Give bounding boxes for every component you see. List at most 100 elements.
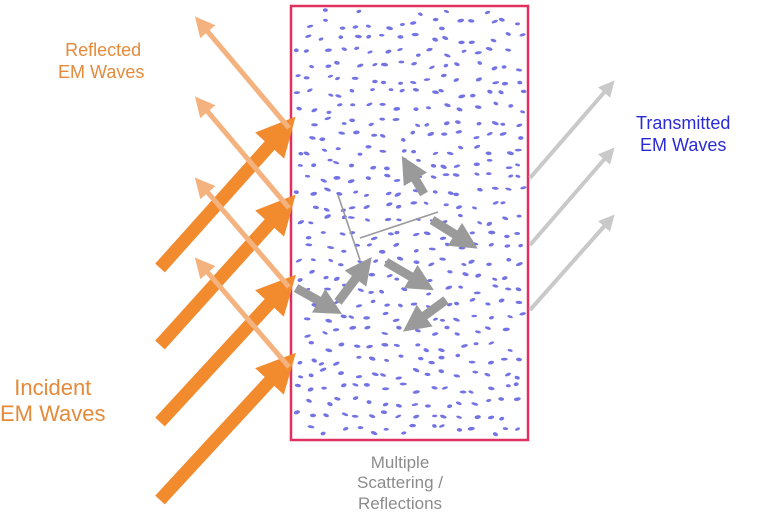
- particle: [349, 325, 357, 330]
- particle: [323, 275, 329, 280]
- particle: [395, 403, 402, 408]
- particle: [455, 120, 461, 124]
- particle: [505, 32, 511, 36]
- particle: [352, 383, 359, 387]
- particle: [378, 249, 386, 254]
- particle: [351, 76, 359, 80]
- particle: [409, 283, 415, 288]
- particle: [293, 190, 299, 195]
- particle: [363, 193, 370, 197]
- particle: [366, 344, 373, 349]
- particle: [454, 332, 460, 336]
- particle: [491, 66, 498, 71]
- particle: [356, 9, 362, 14]
- particle: [388, 232, 394, 236]
- particle: [518, 243, 524, 248]
- particle: [519, 312, 526, 316]
- particle: [297, 375, 304, 379]
- particle: [333, 361, 340, 366]
- particle: [440, 164, 447, 169]
- particle: [341, 122, 347, 125]
- reflected-arrow: [194, 257, 291, 369]
- particle: [398, 303, 403, 308]
- particle: [400, 137, 406, 142]
- particle: [427, 132, 435, 137]
- particle: [370, 165, 377, 170]
- particle: [388, 88, 394, 92]
- particle: [430, 163, 437, 168]
- incident-label: Incident EM Waves: [0, 375, 106, 428]
- particle: [423, 348, 429, 353]
- particle: [456, 205, 462, 210]
- particle: [520, 110, 526, 114]
- particle: [418, 12, 423, 16]
- particle: [514, 375, 520, 380]
- particle: [428, 247, 436, 251]
- particle: [432, 190, 438, 194]
- reflected-label-line1: Reflected: [65, 40, 142, 60]
- particle: [311, 123, 318, 127]
- particle: [518, 136, 524, 140]
- particle: [438, 89, 444, 93]
- particle: [427, 278, 433, 283]
- particle: [400, 22, 405, 27]
- particle: [394, 230, 400, 235]
- particle: [412, 88, 419, 92]
- particle: [452, 173, 460, 177]
- particle: [295, 258, 303, 263]
- scatter-path-line: [359, 211, 439, 239]
- scatter-arrow: [334, 257, 372, 305]
- particle: [488, 386, 495, 391]
- particle: [319, 137, 326, 142]
- particle: [324, 287, 331, 291]
- particle: [515, 300, 523, 305]
- particle: [327, 158, 333, 162]
- particle: [392, 318, 400, 322]
- particle: [492, 201, 499, 205]
- scattering-particles: [293, 8, 527, 437]
- particle: [379, 289, 385, 294]
- particle: [297, 164, 303, 167]
- particle: [411, 150, 417, 154]
- particle: [307, 387, 314, 392]
- particle: [447, 270, 453, 274]
- particle: [485, 302, 491, 306]
- particle: [477, 187, 483, 192]
- particle: [519, 33, 526, 37]
- particle: [443, 121, 450, 126]
- particle: [395, 376, 402, 380]
- particle: [469, 231, 475, 235]
- particle: [327, 245, 335, 250]
- particle: [311, 108, 318, 113]
- particle: [432, 424, 437, 428]
- internal-scatter-arrows: [293, 156, 478, 332]
- particle: [325, 64, 332, 68]
- particle: [487, 415, 495, 420]
- particle: [520, 186, 527, 190]
- particle: [461, 49, 467, 53]
- particle: [411, 61, 418, 66]
- particle: [432, 151, 439, 155]
- particle: [415, 343, 421, 347]
- transmitted-label-line2: EM Waves: [640, 134, 727, 155]
- scatter-arrow: [293, 284, 343, 314]
- particle: [338, 263, 344, 267]
- particle: [305, 243, 313, 247]
- particle: [472, 206, 477, 210]
- particle: [486, 262, 492, 267]
- particle: [473, 342, 479, 346]
- particle: [319, 367, 327, 372]
- particle: [475, 330, 481, 334]
- particle: [297, 360, 303, 365]
- particle: [367, 50, 373, 54]
- particle: [398, 354, 404, 358]
- particle: [505, 166, 513, 170]
- particle: [303, 49, 309, 53]
- particle: [334, 397, 341, 401]
- particle: [410, 130, 416, 135]
- particle: [402, 157, 407, 162]
- particle: [504, 234, 510, 239]
- particle: [393, 343, 400, 347]
- particle: [308, 373, 314, 378]
- particle: [410, 21, 417, 25]
